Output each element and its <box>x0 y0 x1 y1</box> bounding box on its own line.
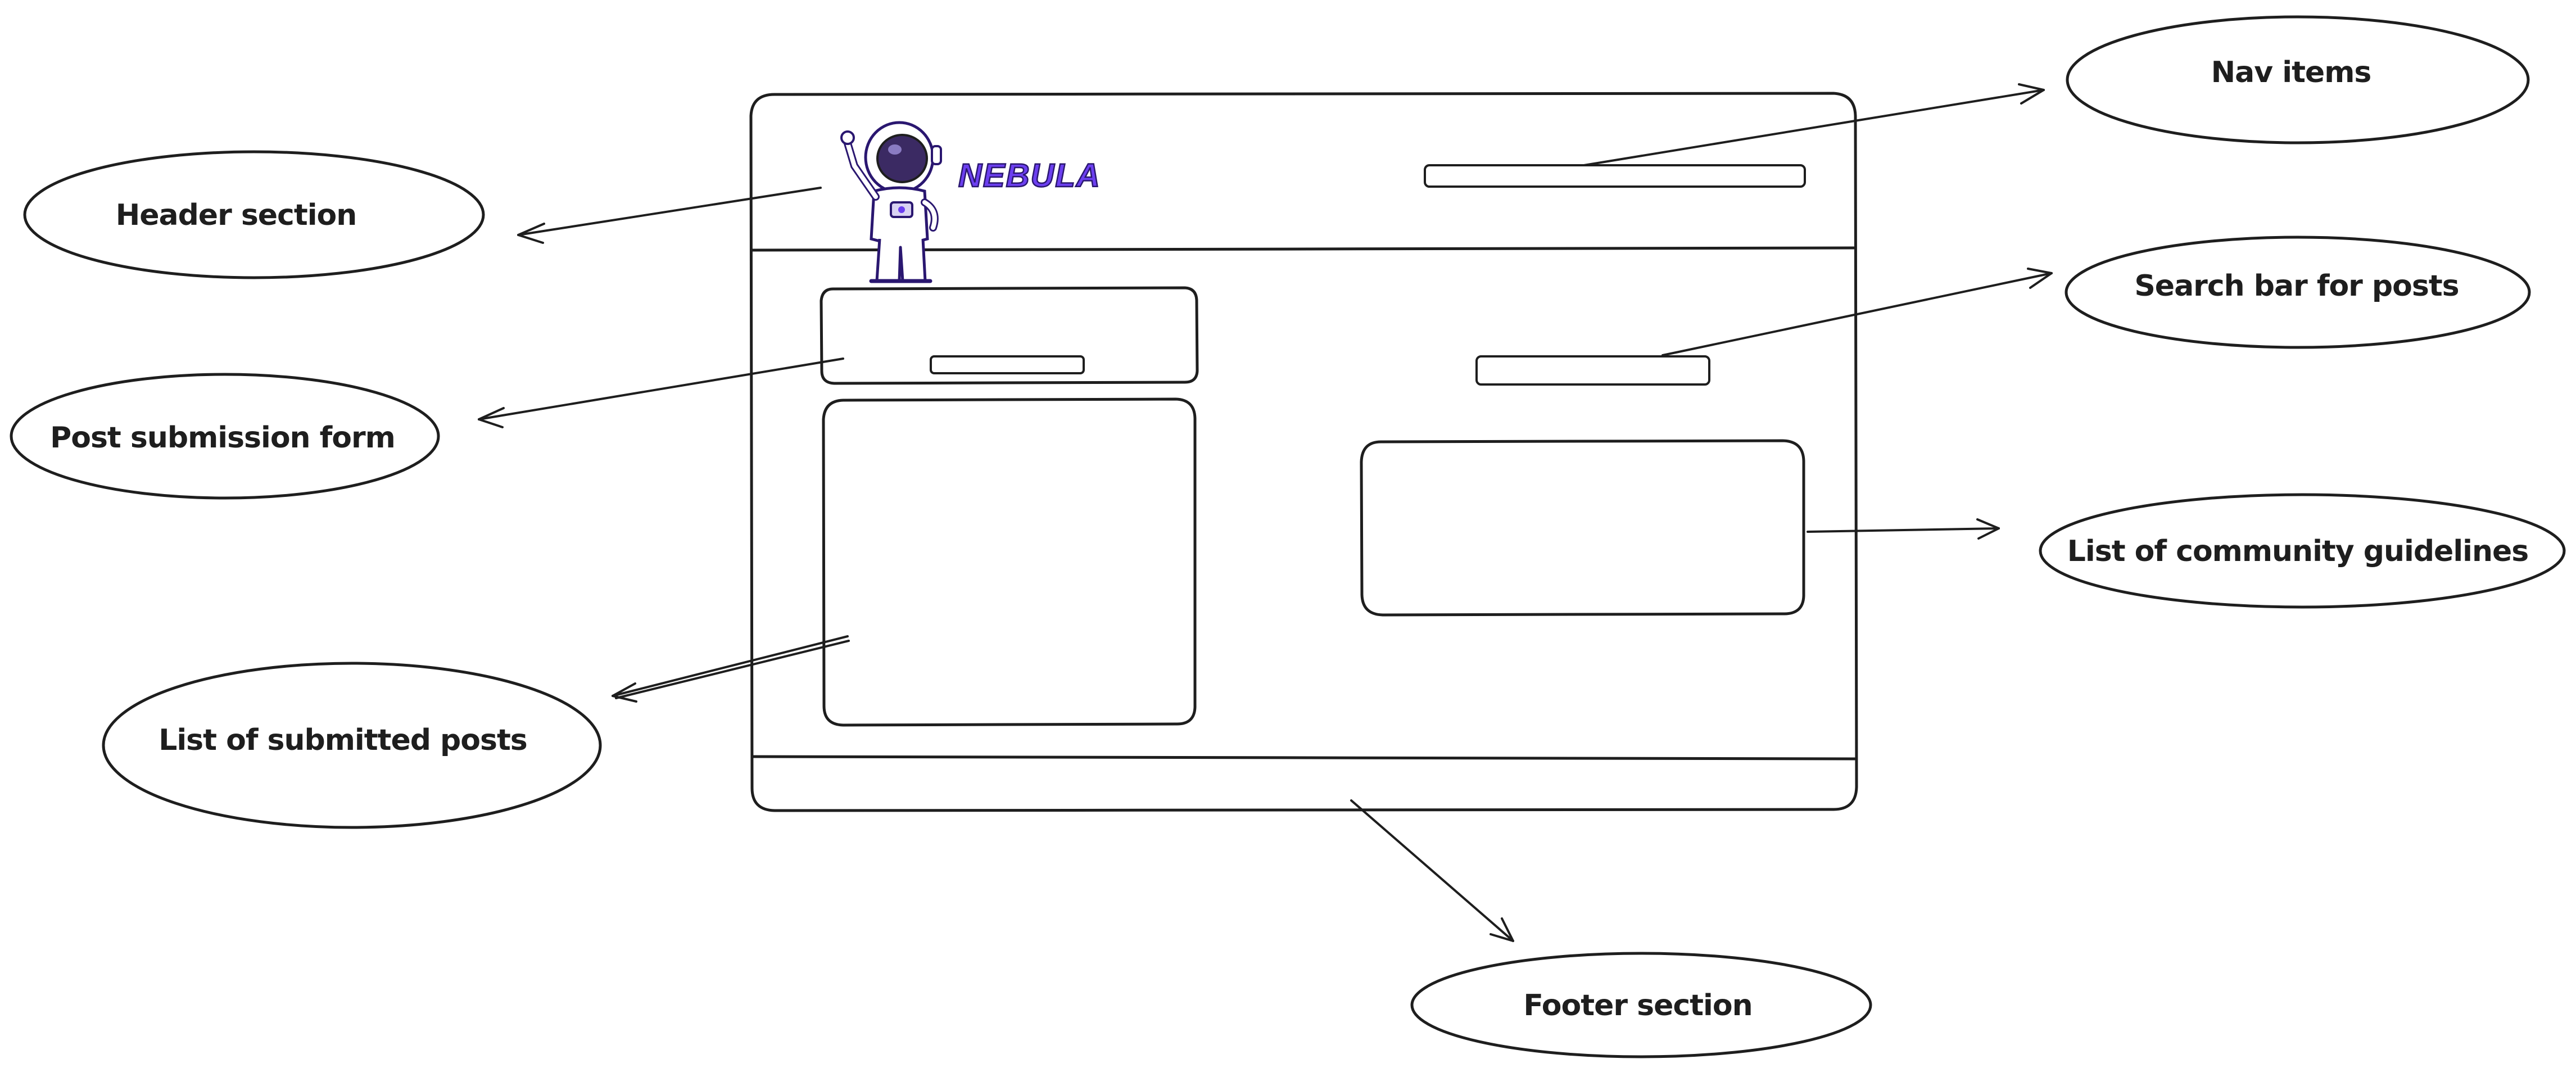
annotation-guidelines-label: List of community guidelines <box>2067 535 2528 568</box>
astronaut-icon <box>840 121 942 283</box>
annotation-post-form-label: Post submission form <box>50 421 395 455</box>
nav-bar <box>1424 164 1806 188</box>
guidelines-box <box>1360 439 1805 617</box>
search-bar <box>1475 355 1710 386</box>
arrows <box>478 83 2053 942</box>
annotation-search-label: Search bar for posts <box>2134 269 2459 303</box>
header-section: NEBULA <box>840 121 1806 283</box>
annotation-header-label: Header section <box>116 198 357 232</box>
annotation-footer-label: Footer section <box>1523 989 1752 1022</box>
annotation-nav-label: Nav items <box>2211 56 2371 89</box>
annotation-posts-label: List of submitted posts <box>159 723 527 757</box>
posts-list-box <box>822 397 1197 727</box>
annotation-posts: List of submitted posts <box>102 662 602 829</box>
page-frame <box>749 92 1858 812</box>
annotation-footer: Footer section <box>1410 952 1872 1058</box>
annotation-header: Header section <box>23 150 485 279</box>
logo-text: NEBULA <box>958 157 1101 194</box>
annotation-nav: Nav items <box>2066 15 2530 144</box>
post-form-input <box>930 355 1085 374</box>
annotation-guidelines: List of community guidelines <box>2039 493 2566 609</box>
annotation-search: Search bar for posts <box>2065 236 2531 349</box>
post-form-box <box>820 286 1199 385</box>
annotation-post-form: Post submission form <box>10 373 440 500</box>
